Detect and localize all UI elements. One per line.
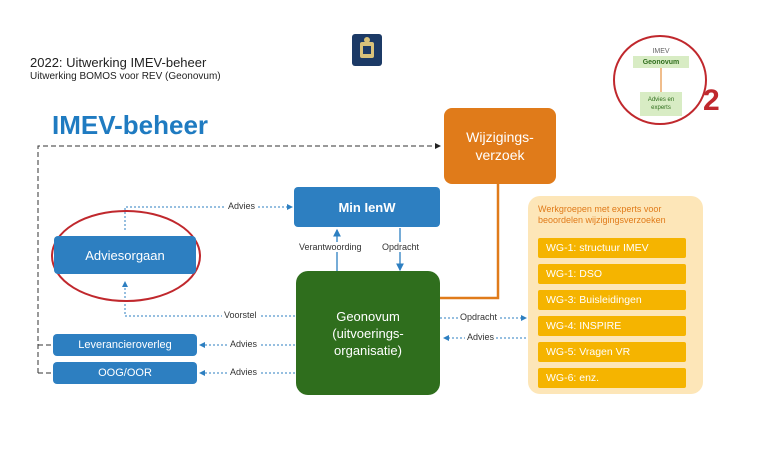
inset-advies-box: Advies en experts	[640, 92, 682, 116]
slide-title: 2022: Uitwerking IMEV-beheer	[30, 55, 207, 70]
geonovum-box: Geonovum (uitvoerings- organisatie)	[296, 271, 440, 395]
wg-item: WG-6: enz.	[538, 368, 686, 388]
inset-geonovum-box: Geonovum	[633, 56, 689, 68]
slide-subtitle: Uitwerking BOMOS voor REV (Geonovum)	[30, 71, 221, 82]
edge-label-opdracht-up: Opdracht	[380, 242, 422, 252]
edge-label-verantwoording: Verantwoording	[297, 242, 364, 252]
edge-label-advies-top: Advies	[226, 201, 258, 211]
wg-item: WG-4: INSPIRE	[538, 316, 686, 336]
wg-item: WG-3: Buisleidingen	[538, 290, 686, 310]
min-ienw-box: Min IenW	[294, 187, 440, 227]
workgroups-title: Werkgroepen met experts voor beoordelen …	[538, 204, 666, 225]
edge-label-advies-lev: Advies	[228, 339, 260, 349]
wg-item: WG-1: DSO	[538, 264, 686, 284]
leverancieroverleg-box: Leverancieroverleg	[53, 334, 197, 356]
inset-number: 2	[703, 84, 720, 117]
crest-icon	[352, 34, 382, 66]
wijzigingsverzoek-box: Wijzigings- verzoek	[444, 108, 556, 184]
adviesorgaan-box: Adviesorgaan	[54, 236, 196, 274]
oog-oor-box: OOG/OOR	[53, 362, 197, 384]
edge-label-advies-oog: Advies	[228, 367, 260, 377]
edge-label-voorstel: Voorstel	[222, 310, 259, 320]
wg-item: WG-5: Vragen VR	[538, 342, 686, 362]
wg-item: WG-1: structuur IMEV	[538, 238, 686, 258]
edge-label-advies-wg: Advies	[465, 332, 497, 342]
crest-glyph-icon	[360, 37, 374, 58]
diagram-heading: IMEV-beheer	[52, 110, 209, 140]
edge-label-opdracht-wg: Opdracht	[458, 312, 500, 322]
inset-top-label: IMEV	[652, 48, 670, 55]
